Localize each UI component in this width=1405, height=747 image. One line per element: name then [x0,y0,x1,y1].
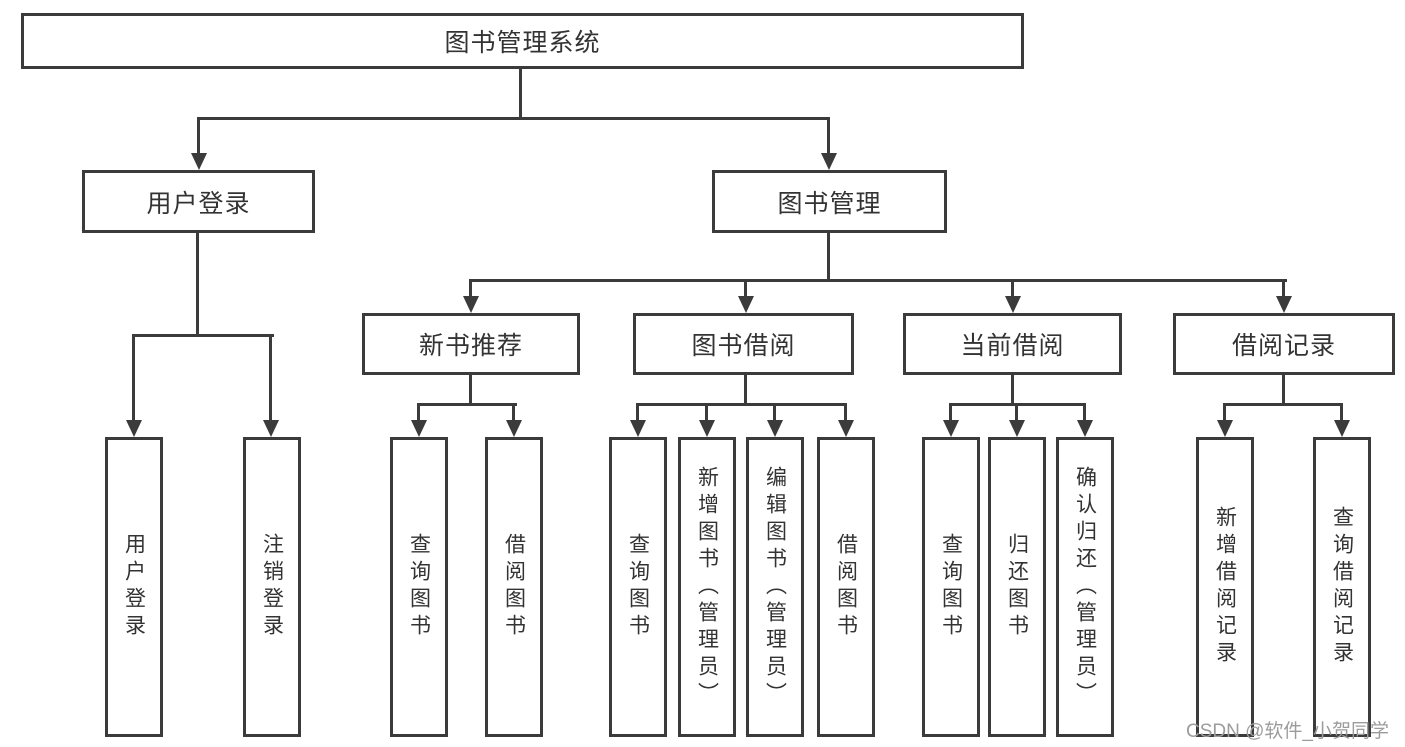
arrowhead-down-icon [506,420,522,437]
node-leaf-borrow-borrow-books: 借阅图书 [817,437,875,737]
node-leaf-recommend-query-books: 查询图书 [390,437,448,737]
connector-vline [1340,403,1343,425]
connector-hline [197,117,830,120]
connector-vline [197,117,200,155]
connector-vline [827,233,830,282]
arrowhead-down-icon [1077,420,1093,437]
connector-vline [1223,403,1226,425]
node-leaf-borrow-edit-books-admin: 编辑图书（管理员） [746,437,804,737]
connector-vline [1282,375,1285,406]
connector-vline [196,233,199,336]
connector-vline [519,69,522,119]
arrowhead-down-icon [126,420,142,437]
arrowhead-down-icon [821,153,837,170]
node-leaf-records-add-borrow-record: 新增借阅记录 [1196,437,1254,737]
arrowhead-down-icon [738,296,754,313]
connector-vline [1015,403,1018,425]
node-leaf-current-query-books: 查询图书 [922,437,980,737]
arrowhead-down-icon [1334,420,1350,437]
connector-vline [949,403,952,425]
node-book-borrow: 图书借阅 [633,313,854,375]
connector-vline [705,403,708,425]
node-leaf-borrow-add-books-admin: 新增图书（管理员） [678,437,736,737]
arrowhead-down-icon [838,420,854,437]
arrowhead-down-icon [943,420,959,437]
connector-vline [269,334,272,424]
connector-vline [512,403,515,425]
node-library-management-system: 图书管理系统 [21,13,1024,69]
node-leaf-logout: 注销登录 [243,437,301,737]
connector-vline [844,403,847,425]
connector-vline [417,403,420,425]
arrowhead-down-icon [411,420,427,437]
connector-vline [773,403,776,425]
connector-vline [1083,403,1086,425]
connector-hline [1223,403,1343,406]
connector-vline [1282,279,1285,301]
arrowhead-down-icon [630,420,646,437]
node-leaf-current-confirm-return-admin: 确认归还（管理员） [1056,437,1114,737]
connector-vline [744,279,747,301]
connector-vline [469,279,472,301]
arrowhead-down-icon [463,296,479,313]
connector-hline [469,279,1287,282]
connector-vline [1011,279,1014,301]
arrowhead-down-icon [1276,296,1292,313]
node-leaf-records-query-borrow-record: 查询借阅记录 [1313,437,1371,737]
node-leaf-recommend-borrow-books: 借阅图书 [485,437,543,737]
connector-hline [132,334,274,337]
connector-vline [744,375,747,406]
connector-hline [636,403,847,406]
connector-vline [827,117,830,155]
csdn-watermark: CSDN @软件_小贺同学 [1186,721,1389,742]
arrowhead-down-icon [191,153,207,170]
node-book-management: 图书管理 [712,170,947,233]
connector-vline [1011,375,1014,406]
connector-hline [417,403,517,406]
node-current-borrow: 当前借阅 [903,313,1122,375]
arrowhead-down-icon [1005,296,1021,313]
arrowhead-down-icon [699,420,715,437]
arrowhead-down-icon [767,420,783,437]
arrowhead-down-icon [1217,420,1233,437]
node-leaf-borrow-query-books: 查询图书 [609,437,667,737]
connector-vline [636,403,639,425]
node-leaf-user-login: 用户登录 [105,437,163,737]
node-new-book-recommend: 新书推荐 [362,313,580,375]
connector-vline [132,334,135,424]
connector-vline [469,375,472,406]
node-borrow-records: 借阅记录 [1173,313,1395,375]
arrowhead-down-icon [1009,420,1025,437]
arrowhead-down-icon [263,420,279,437]
node-leaf-current-return-books: 归还图书 [988,437,1046,737]
node-user-login: 用户登录 [82,170,315,233]
